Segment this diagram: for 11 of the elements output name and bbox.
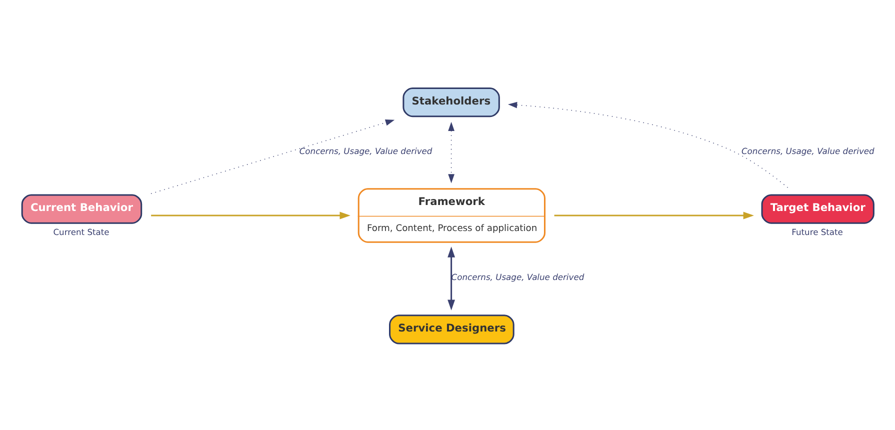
arrow <box>554 211 754 219</box>
edge-label: Concerns, Usage, Value derived <box>741 145 874 156</box>
arrow <box>448 246 456 310</box>
arrow <box>448 121 454 183</box>
edge-label: Concerns, Usage, Value derived <box>299 145 432 156</box>
arrow <box>150 118 395 194</box>
node-label: Current State <box>53 226 110 237</box>
node-label: Future State <box>792 226 843 237</box>
arrow <box>151 211 350 219</box>
edge-label: Concerns, Usage, Value derived <box>451 271 584 282</box>
arrow <box>508 101 788 188</box>
